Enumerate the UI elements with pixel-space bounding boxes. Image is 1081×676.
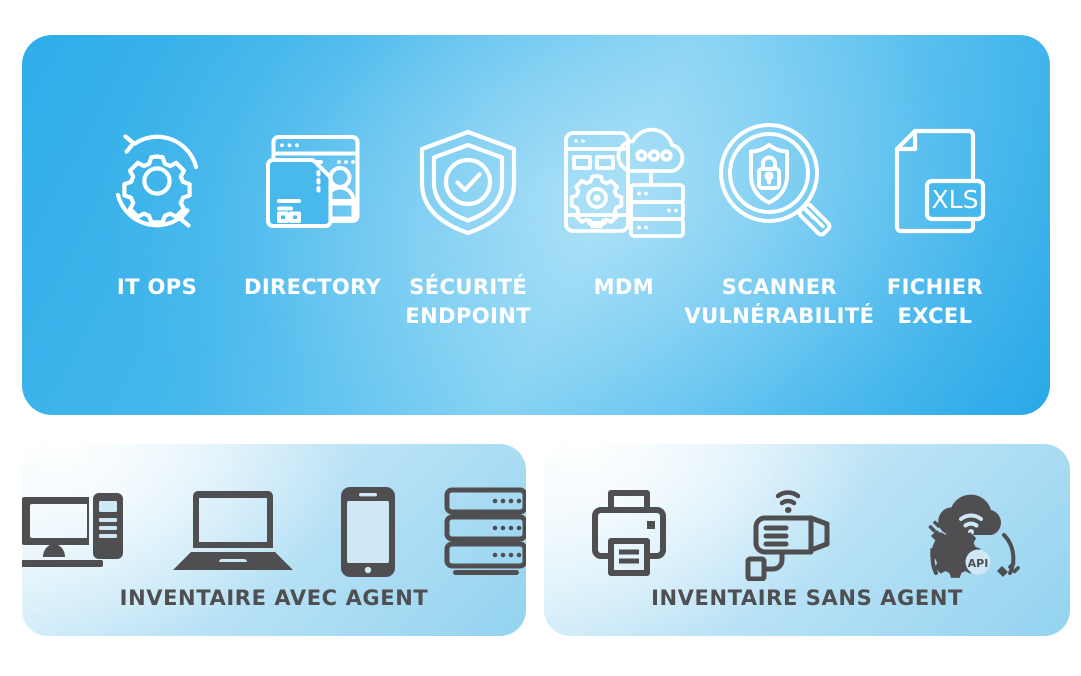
inventory-card-title: INVENTAIRE SANS AGENT: [651, 586, 963, 610]
shield-check-icon: [414, 117, 522, 245]
inventory-card-with-agent: INVENTAIRE AVEC AGENT: [22, 444, 526, 636]
xls-badge-text: XLS: [932, 185, 979, 214]
inventory-card-title: INVENTAIRE AVEC AGENT: [119, 586, 429, 610]
xls-document-icon: XLS: [883, 117, 987, 245]
device-icon-row: [22, 486, 526, 578]
source-item-it-ops[interactable]: IT OPS: [82, 117, 232, 302]
printer-icon: [592, 486, 666, 578]
smartphone-icon: [339, 486, 397, 578]
data-sources-panel: IT OPS: [22, 35, 1050, 415]
source-item-mdm[interactable]: MDM: [549, 117, 699, 302]
source-label: SÉCURITÉ ENDPOINT: [405, 275, 531, 328]
ip-camera-wifi-icon: [742, 486, 840, 581]
mobile-cloud-server-icon: [559, 117, 689, 245]
source-item-directory[interactable]: DIRECTORY: [238, 117, 388, 302]
directory-window-user-icon: [255, 117, 371, 245]
magnifier-shield-lock-icon: [715, 117, 843, 245]
server-rack-icon: [443, 486, 526, 578]
desktop-computer-icon: [22, 486, 127, 578]
api-badge-text: API: [968, 557, 989, 570]
source-label: IT OPS: [116, 275, 198, 299]
laptop-icon: [173, 486, 293, 578]
gear-refresh-icon: [99, 117, 215, 245]
source-label: MDM: [593, 275, 654, 299]
source-label: SCANNER VULNÉRABILITÉ: [684, 275, 875, 328]
source-item-scanner-vulnerabilite[interactable]: SCANNER VULNÉRABILITÉ: [684, 117, 874, 331]
data-sources-row: IT OPS: [82, 117, 1010, 331]
inventory-card-without-agent: API INVENTAIRE SANS AGENT: [544, 444, 1070, 636]
source-item-securite-endpoint[interactable]: SÉCURITÉ ENDPOINT: [393, 117, 543, 331]
cloud-api-gear-icon: API: [916, 486, 1022, 578]
source-item-fichier-excel[interactable]: XLS FICHIER EXCEL: [860, 117, 1010, 331]
device-icon-row: API: [544, 486, 1070, 581]
source-label: DIRECTORY: [244, 275, 382, 299]
source-label: FICHIER EXCEL: [886, 275, 984, 328]
